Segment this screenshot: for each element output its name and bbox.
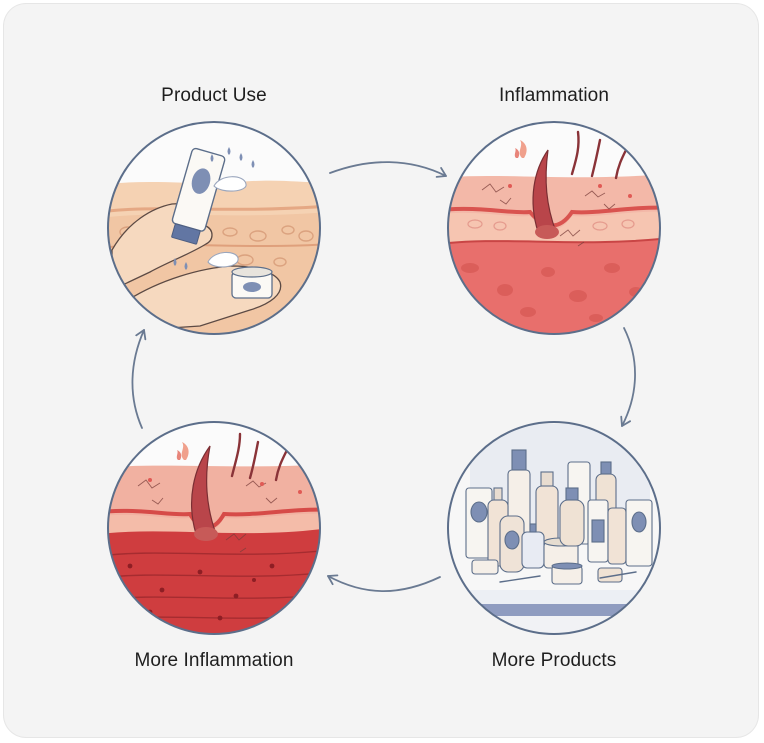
step-label-inflammation: Inflammation [499,85,609,106]
step-label-more-products: More Products [491,650,617,671]
hair-follicle-icon [190,432,288,541]
arrow-product-use-to-inflammation [329,161,447,178]
step-label-more-inflammation: More Inflammation [134,650,294,671]
diagram-card [4,4,758,737]
arrow-more-products-to-more-inflammation [327,574,441,593]
product-tube-icon [171,147,226,245]
hair-follicle-icon [532,130,628,239]
arrow-more-inflammation-to-product-use [131,329,147,429]
step-label-product-use: Product Use [161,85,267,106]
cream-jar-icon [231,266,273,299]
bottles-icon [465,449,653,585]
inflammation-illustration [447,121,661,335]
arrow-inflammation-to-more-products [620,327,636,427]
cycle-arrow-icon [131,161,636,593]
more-products-illustration [447,421,661,635]
more-inflammation-illustration [107,421,321,635]
product-use-illustration [107,121,321,335]
